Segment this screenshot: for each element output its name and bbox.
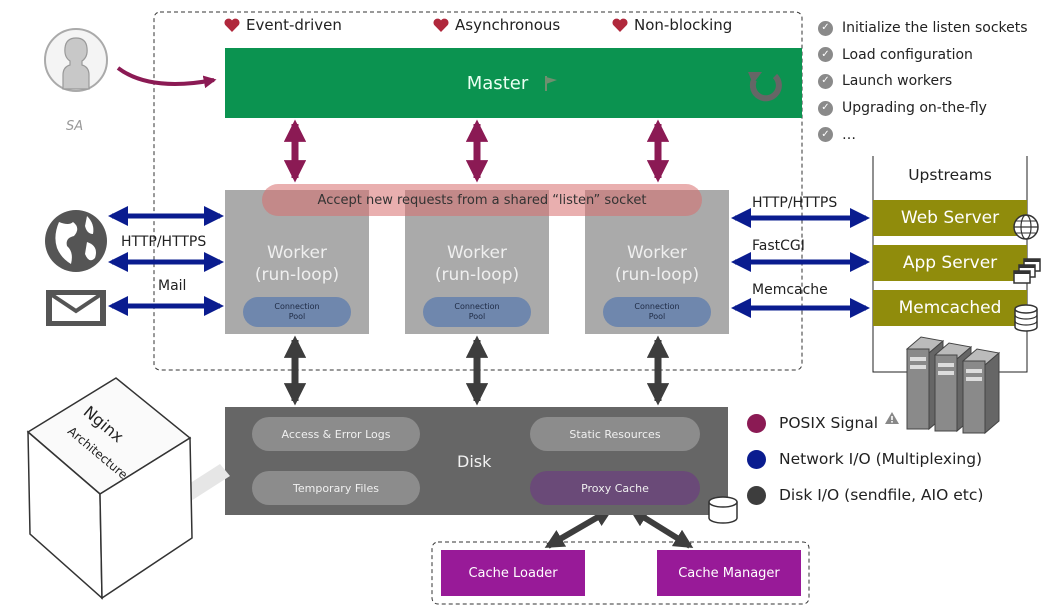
sysadmin-avatar-icon	[44, 28, 108, 92]
worker-title: Worker (run-loop)	[614, 243, 700, 285]
legend-swatch	[747, 413, 766, 433]
upstream-app-server: App Server	[873, 245, 1027, 281]
task-item: ✓…	[818, 121, 1053, 148]
upstream-protocol-memcache: Memcache	[752, 282, 828, 298]
client-protocol-http: HTTP/HTTPS	[121, 234, 207, 250]
upstreams-title: Upstreams	[908, 166, 992, 184]
task-item: ✓Load configuration	[818, 42, 1053, 69]
globe-small-icon	[1013, 214, 1039, 240]
check-icon: ✓	[818, 47, 833, 63]
legend-item-disk: Disk I/O (sendfile, AIO etc)	[747, 477, 983, 513]
legend-swatch	[747, 485, 766, 505]
upstream-protocol-fastcgi: FastCGI	[752, 238, 805, 254]
heart-icon	[433, 18, 449, 32]
property-non-blocking: Non-blocking	[612, 16, 732, 34]
heart-icon	[224, 18, 240, 32]
worker-process-3: Worker (run-loop) Connection Pool	[585, 190, 729, 334]
reload-icon	[748, 72, 782, 102]
cache-boundary	[431, 541, 810, 605]
windows-stack-icon	[1013, 258, 1041, 284]
property-asynchronous: Asynchronous	[433, 16, 560, 34]
connection-pool: Connection Pool	[423, 297, 531, 327]
check-icon: ✓	[818, 20, 833, 36]
legend-item-posix: POSIX Signal	[747, 405, 983, 441]
globe-icon	[45, 210, 107, 272]
legend-item-network: Network I/O (Multiplexing)	[747, 441, 983, 477]
legend: POSIX Signal Network I/O (Multiplexing) …	[747, 405, 983, 513]
master-process: Master	[225, 48, 802, 118]
disk-item-static: Static Resources	[530, 417, 700, 451]
disk-item-logs: Access & Error Logs	[252, 417, 420, 451]
sa-arrow	[116, 66, 217, 89]
disk-item-temp: Temporary Files	[252, 471, 420, 505]
disk-label: Disk	[457, 452, 492, 471]
worker-title: Worker (run-loop)	[254, 243, 340, 285]
servers-icon	[905, 336, 1001, 435]
heart-icon	[612, 18, 628, 32]
disk-item-proxy-cache: Proxy Cache	[530, 471, 700, 505]
shared-listen-socket: Accept new requests from a shared “liste…	[262, 184, 702, 216]
client-protocol-mail: Mail	[158, 278, 187, 294]
task-item: ✓Initialize the listen sockets	[818, 15, 1053, 42]
upstream-protocol-http: HTTP/HTTPS	[752, 195, 838, 211]
worker-title: Worker (run-loop)	[434, 243, 520, 285]
task-item: ✓Upgrading on-the-fly	[818, 95, 1053, 122]
flag-icon	[545, 76, 558, 91]
cache-arrow-2	[628, 507, 694, 549]
check-icon: ✓	[818, 73, 833, 89]
legend-swatch	[747, 449, 766, 469]
property-event-driven: Event-driven	[224, 16, 342, 34]
task-item: ✓Launch workers	[818, 68, 1053, 95]
cache-manager: Cache Manager	[657, 550, 801, 596]
database-small-icon	[1014, 304, 1038, 332]
connection-pool: Connection Pool	[243, 297, 351, 327]
check-icon: ✓	[818, 127, 833, 143]
warning-icon	[885, 412, 900, 424]
database-icon	[708, 496, 738, 524]
master-tasks-list: ✓Initialize the listen sockets ✓Load con…	[818, 15, 1053, 148]
check-icon: ✓	[818, 100, 833, 116]
nginx-architecture-cube	[26, 377, 230, 600]
mail-icon	[46, 290, 106, 326]
connection-pool: Connection Pool	[603, 297, 711, 327]
sysadmin-label: SA	[66, 119, 84, 134]
disk-storage: Access & Error Logs Static Resources Dis…	[225, 407, 728, 515]
cache-arrow-1	[544, 507, 614, 549]
cache-loader: Cache Loader	[441, 550, 585, 596]
upstream-web-server: Web Server	[873, 200, 1027, 236]
upstream-memcached: Memcached	[873, 290, 1027, 326]
